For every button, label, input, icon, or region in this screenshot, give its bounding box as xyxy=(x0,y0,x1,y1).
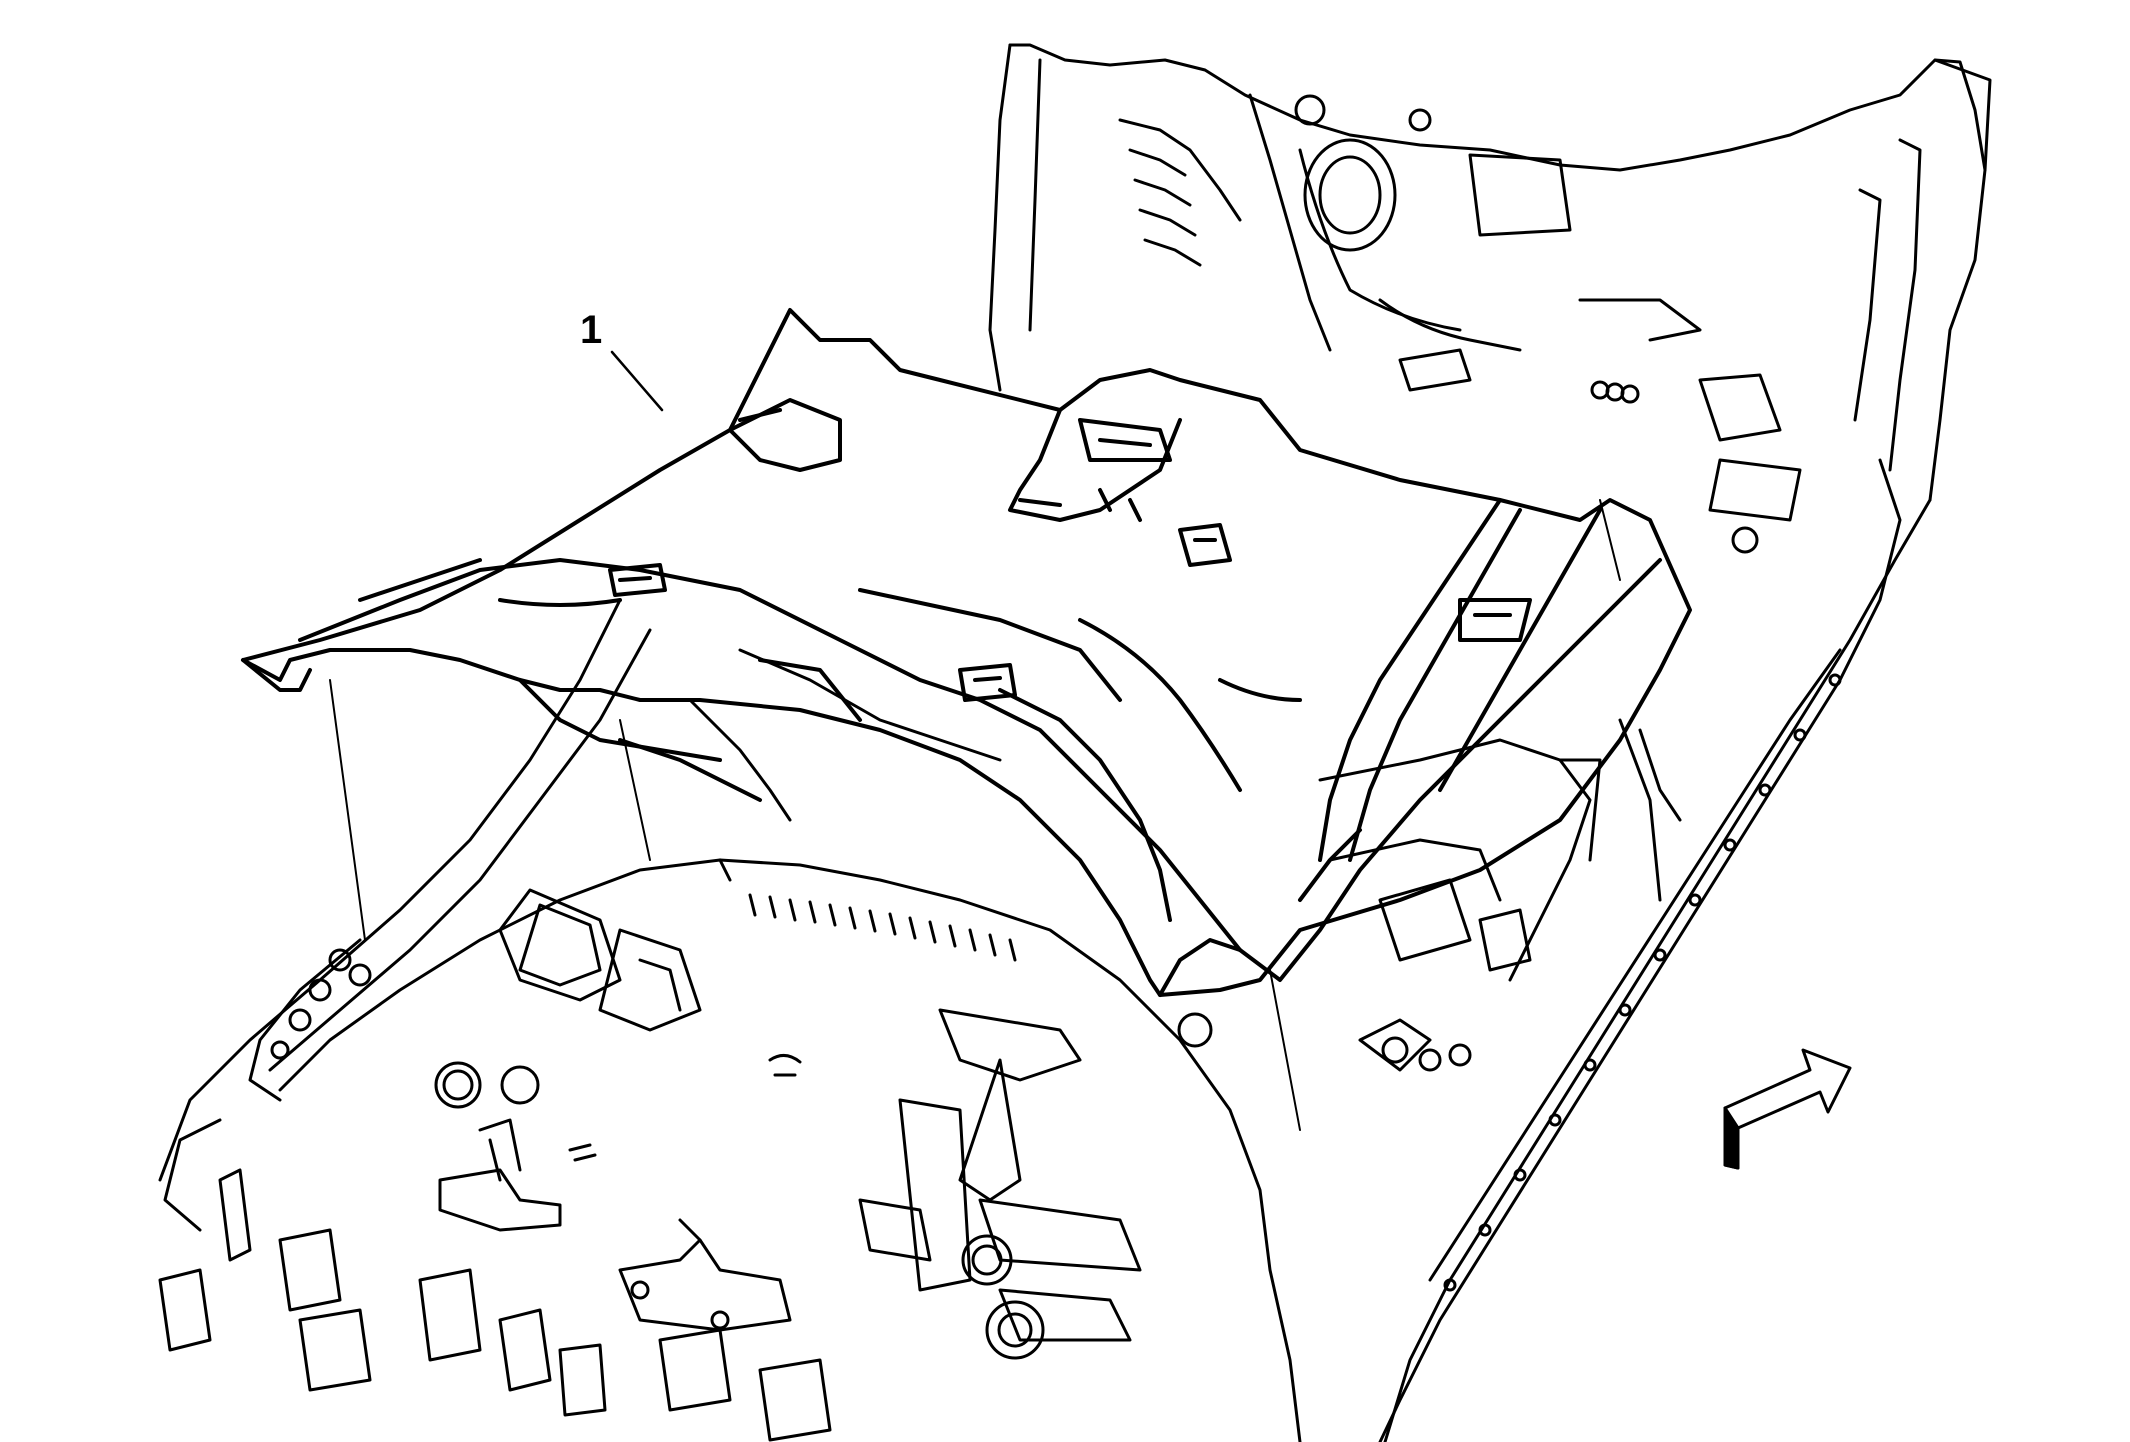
reference-lines xyxy=(329,499,1621,1131)
rear-floor-ribs xyxy=(158,1168,832,1442)
left-side-rocker xyxy=(158,598,652,1232)
callout-1-leader-line xyxy=(610,350,664,412)
reference-line-center xyxy=(619,719,651,861)
dash-panel xyxy=(988,43,1987,442)
forward-direction-arrow-icon xyxy=(1723,1048,1852,1170)
reference-line-right xyxy=(1269,969,1301,1131)
reference-line-rear xyxy=(1599,499,1621,581)
floor-pan xyxy=(278,858,1302,1442)
tunnel-floor xyxy=(688,648,1682,1072)
reference-line-left xyxy=(329,679,366,941)
seat-brackets xyxy=(438,1118,792,1332)
callout-1: 1 xyxy=(580,308,664,412)
callout-1-label: 1 xyxy=(580,308,602,352)
right-side-rocker xyxy=(1378,58,1992,1442)
floor-carpet xyxy=(241,308,1692,997)
